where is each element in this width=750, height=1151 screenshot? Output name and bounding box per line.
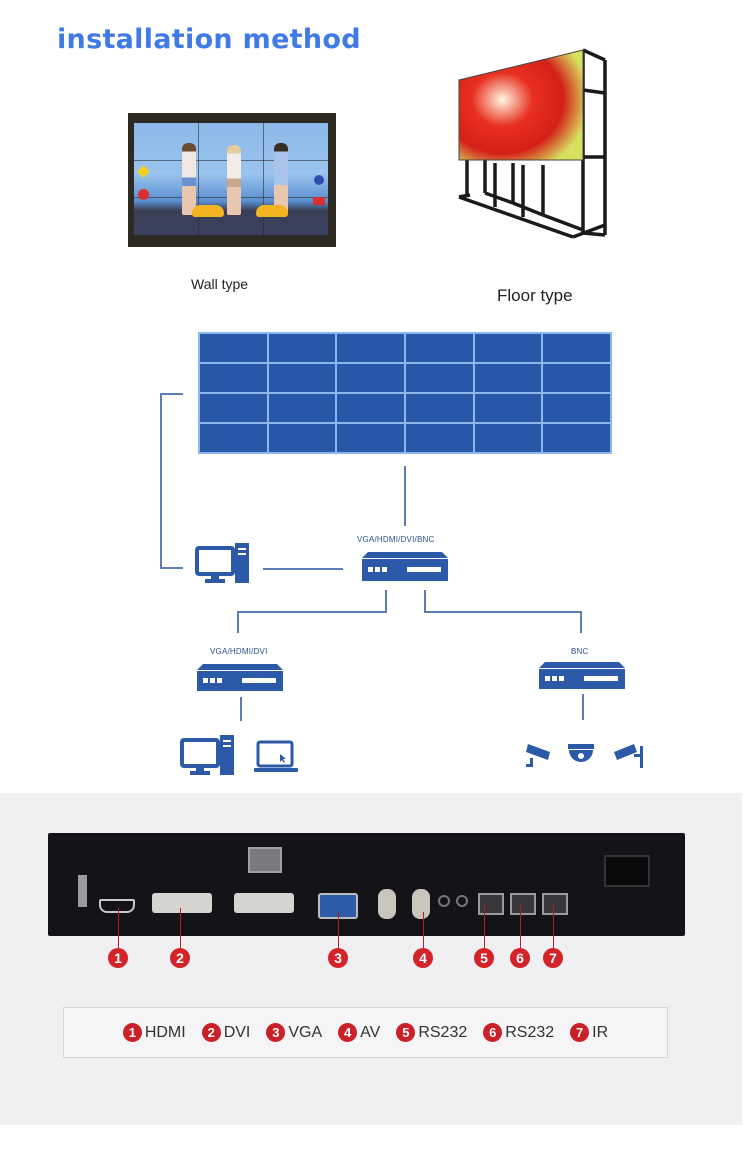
connector-line (582, 694, 584, 720)
legend-item-hdmi: 1 HDMI (122, 1023, 186, 1042)
connector-line (237, 611, 239, 633)
legend-item-ir: 7 IR (570, 1023, 608, 1042)
callout-line (118, 908, 119, 950)
callout-4: 4 (413, 948, 433, 968)
connector-line (237, 611, 387, 613)
legend-badge: 2 (201, 1023, 221, 1042)
device-rear-panel (48, 833, 685, 936)
wall-type-caption: Wall type (191, 276, 249, 292)
bullet-camera-icon (526, 744, 550, 767)
callout-line (180, 908, 181, 950)
left-controller-icon (197, 664, 283, 691)
wall-type-image (128, 113, 336, 247)
legend-badge: 7 (570, 1023, 590, 1042)
connector-line (385, 590, 387, 612)
main-controller-label: VGA/HDMI/DVI/BNC (357, 535, 435, 544)
callout-line (553, 905, 554, 950)
legend-label: VGA (288, 1023, 323, 1041)
callout-1: 1 (108, 948, 128, 968)
right-controller-label: BNC (571, 647, 589, 656)
connector-line (240, 697, 242, 721)
desktop-computer-icon (195, 543, 249, 583)
legend-badge: 4 (338, 1023, 358, 1042)
connector-line (160, 393, 183, 395)
legend-label: AV (360, 1023, 381, 1041)
connector-line (404, 466, 406, 526)
callout-2: 2 (170, 948, 190, 968)
callout-5: 5 (474, 948, 494, 968)
legend-item-dvi: 2 DVI (201, 1023, 251, 1042)
callout-7: 7 (543, 948, 563, 968)
main-controller-icon (362, 552, 448, 581)
dome-camera-icon (568, 744, 594, 762)
box-camera-icon (614, 744, 643, 768)
legend-label: HDMI (144, 1023, 186, 1041)
left-controller-label: VGA/HDMI/DVI (210, 647, 268, 656)
video-wall-grid (198, 332, 612, 454)
legend-badge: 6 (483, 1023, 503, 1042)
page-title: installation method (57, 24, 361, 55)
legend-label: IR (592, 1023, 609, 1041)
connector-line (424, 590, 426, 612)
callout-3: 3 (328, 948, 348, 968)
callout-line (423, 912, 424, 950)
legend-badge: 3 (266, 1023, 286, 1042)
right-controller-icon (539, 662, 625, 689)
legend-item-vga: 3 VGA (266, 1023, 322, 1042)
legend-item-av: 4 AV (338, 1023, 380, 1042)
connector-line (424, 611, 582, 613)
floor-type-caption: Floor type (497, 286, 573, 305)
callout-line (484, 905, 485, 950)
legend-item-rs232-in: 5 RS232 (396, 1023, 467, 1042)
legend-label: DVI (223, 1023, 251, 1041)
callout-6: 6 (510, 948, 530, 968)
legend-label: RS232 (418, 1023, 468, 1041)
desktop-computer-icon (180, 735, 234, 775)
callout-line (520, 905, 521, 950)
legend-badge: 1 (122, 1023, 142, 1042)
legend-badge: 5 (396, 1023, 416, 1042)
legend-label: RS232 (505, 1023, 555, 1041)
legend-item-rs232-out: 6 RS232 (483, 1023, 554, 1042)
connector-line (263, 568, 343, 570)
floor-type-image (458, 48, 607, 239)
laptop-icon (254, 740, 298, 772)
connector-line (580, 611, 582, 633)
connector-line (160, 393, 162, 569)
callout-line (338, 912, 339, 950)
port-legend: 1 HDMI 2 DVI 3 VGA 4 AV 5 RS232 6 RS232 … (63, 1007, 668, 1058)
connector-line (160, 567, 183, 569)
